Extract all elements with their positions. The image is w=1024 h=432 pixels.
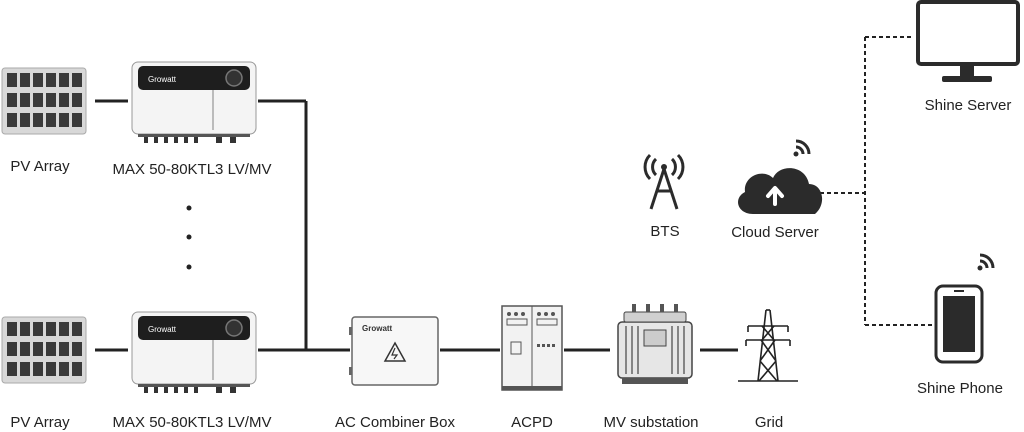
connection-lines bbox=[95, 99, 738, 352]
inverter-brand-logo: Growatt bbox=[148, 75, 177, 84]
grid-label: Grid bbox=[754, 414, 784, 431]
pv-array-label: PV Array bbox=[10, 158, 70, 175]
smartphone-icon bbox=[934, 284, 984, 364]
combiner-brand-logo: Growatt bbox=[362, 324, 393, 333]
inverter-brand-logo: Growatt bbox=[148, 325, 177, 334]
shine-phone-label: Shine Phone bbox=[917, 380, 1003, 397]
bts-label: BTS bbox=[650, 223, 680, 240]
cloud-server-label: Cloud Server bbox=[731, 224, 819, 241]
cloud-upload-icon bbox=[738, 168, 823, 214]
solar-panel-icon bbox=[1, 316, 87, 384]
combiner-box-icon: Growatt bbox=[349, 316, 439, 386]
acpd-cabinet-icon bbox=[501, 305, 563, 391]
inverter-icon: Growatt bbox=[131, 311, 257, 393]
ac-combiner-label: AC Combiner Box bbox=[334, 414, 456, 431]
solar-panel-icon bbox=[1, 67, 87, 135]
wifi-signal-icon bbox=[793, 139, 811, 157]
transformer-icon bbox=[617, 304, 693, 384]
antenna-tower-icon bbox=[643, 153, 685, 210]
dashed-network-lines bbox=[820, 36, 935, 326]
wifi-signal-icon bbox=[977, 253, 995, 271]
ellipsis-dots bbox=[186, 205, 192, 270]
mv-substation-label: MV substation bbox=[603, 414, 699, 431]
shine-server-label: Shine Server bbox=[924, 97, 1012, 114]
inverter-icon: Growatt bbox=[131, 61, 257, 143]
inverter-model-label: MAX 50-80KTL3 LV/MV bbox=[112, 161, 272, 178]
transmission-tower-icon bbox=[738, 309, 798, 382]
pv-array-label: PV Array bbox=[10, 414, 70, 431]
acpd-label: ACPD bbox=[511, 414, 553, 431]
monitor-icon bbox=[916, 0, 1020, 82]
inverter-model-label: MAX 50-80KTL3 LV/MV bbox=[112, 414, 272, 431]
